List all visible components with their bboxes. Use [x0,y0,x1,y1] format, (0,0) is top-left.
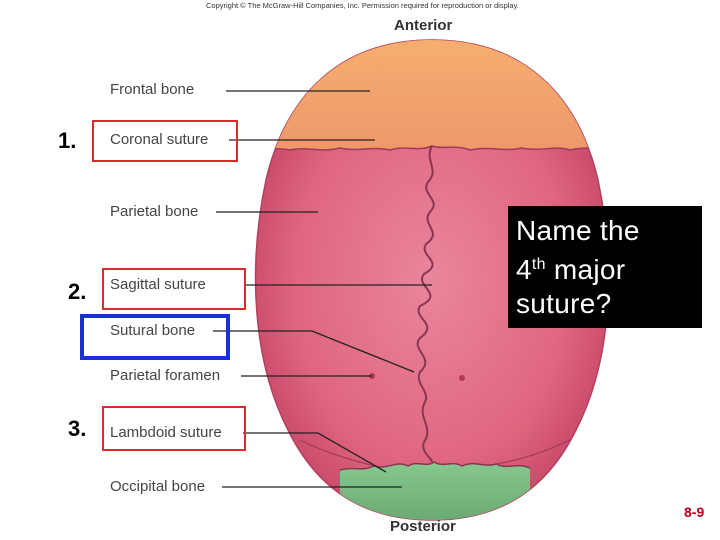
question-line-1: Name the [516,215,640,246]
number-3: 3. [68,416,87,441]
number-2: 2. [68,279,87,304]
coronal-suture-highlight-box [92,120,238,162]
sagittal-suture-label: Sagittal suture [110,276,206,293]
occipital-bone-region [340,462,530,520]
frontal-bone-label: Frontal bone [110,81,195,98]
question-line-3: suture? [516,288,612,319]
number-1: 1. [58,128,77,153]
parietal-foramen-label: Parietal foramen [110,367,221,384]
occipital-bone-label: Occipital bone [110,478,206,495]
parietal-foramen-right [459,375,465,381]
copyright-notice: Copyright © The McGraw-Hill Companies, I… [206,1,519,10]
anterior-label: Anterior [394,17,453,34]
frontal-bone-region [255,40,609,150]
question-line-2: 4th major [516,248,702,287]
slide-number: 8-9 [684,504,705,520]
question-box: Name the 4th major suture? [508,206,702,328]
coronal-suture-label: Coronal suture [110,131,209,148]
sagittal-suture-line [416,145,435,463]
question-line-2-rest: major [545,254,626,285]
posterior-label: Posterior [390,518,456,535]
question-ordinal-number: 4 [516,254,532,285]
lambdoid-suture-label: Lambdoid suture [110,424,222,441]
question-ordinal-suffix: th [531,256,546,273]
lambdoid-suture-highlight-box [102,406,246,451]
sutural-bone-label: Sutural bone [110,322,196,339]
parietal-bone-label: Parietal bone [110,203,199,220]
sagittal-suture-highlight-box [102,268,246,310]
sutural-bone-highlight-box [80,314,230,360]
